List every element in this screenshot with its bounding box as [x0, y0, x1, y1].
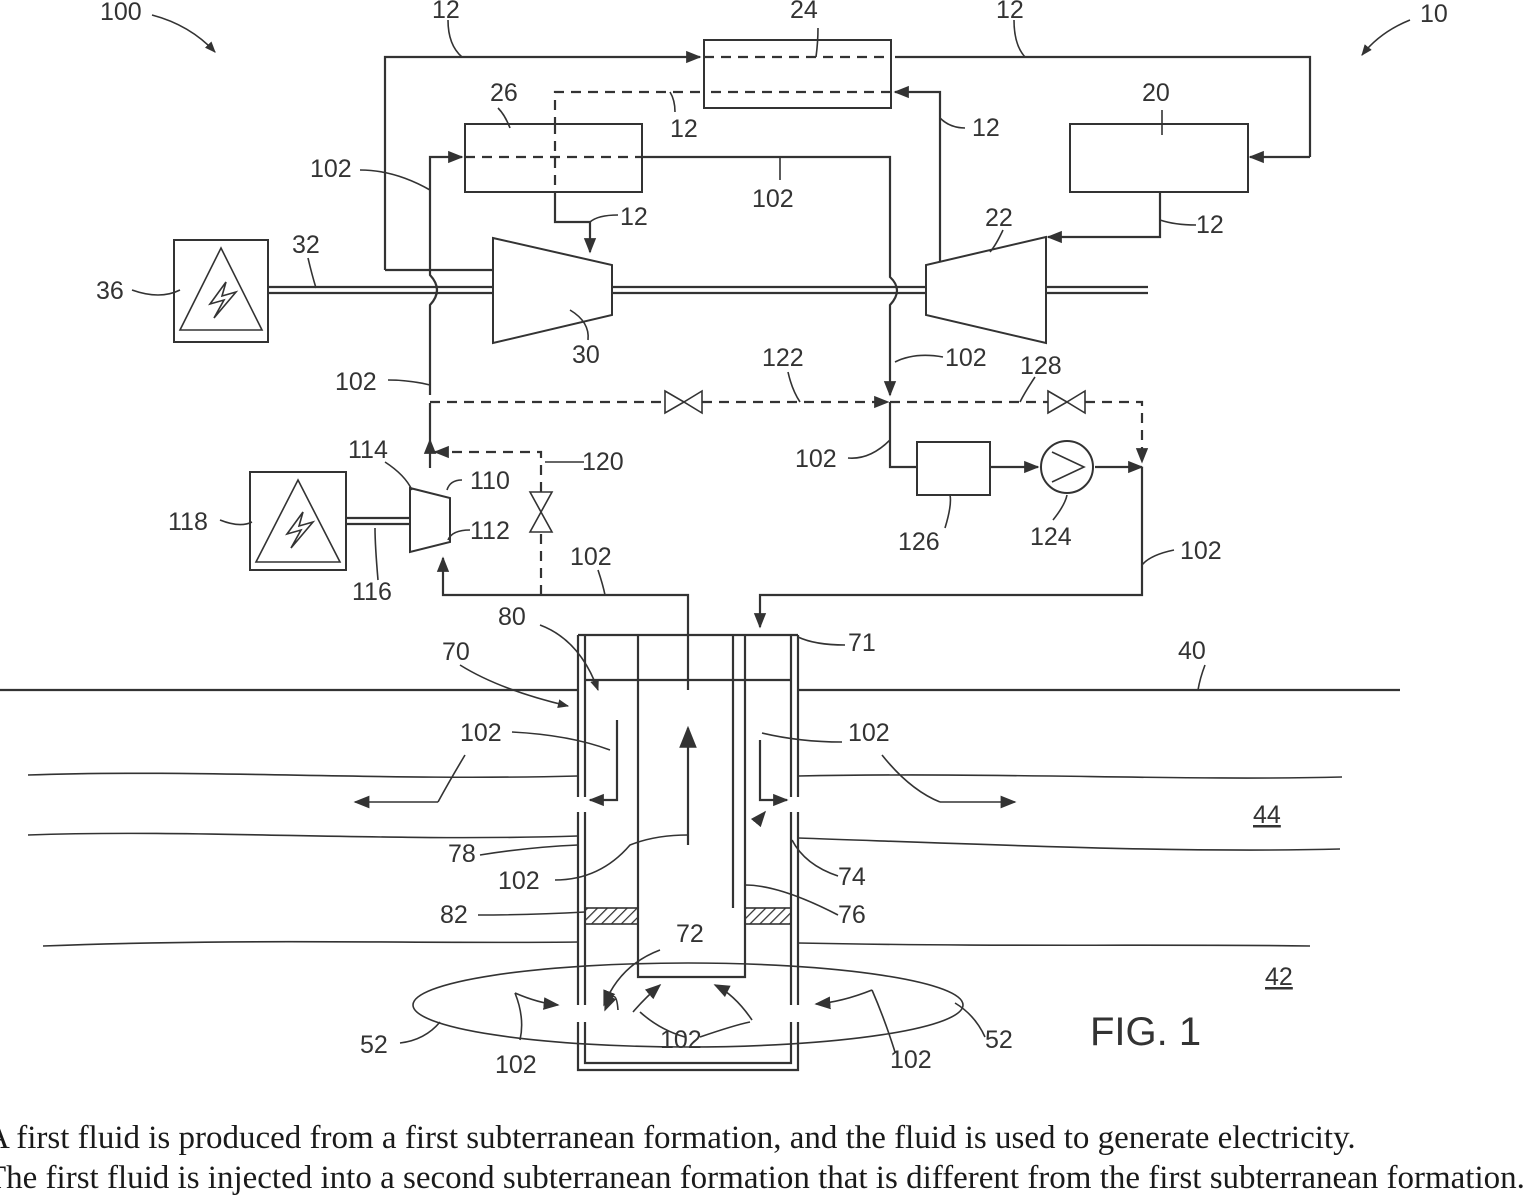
label-36: 36	[96, 277, 124, 305]
generator-118	[250, 472, 346, 570]
label-118: 118	[168, 508, 208, 536]
label-122: 122	[762, 344, 804, 372]
label-124: 124	[1030, 523, 1072, 551]
label-74: 74	[838, 863, 866, 891]
label-102: 102	[660, 1026, 702, 1054]
label-102: 102	[460, 719, 502, 747]
generator-36	[174, 240, 268, 342]
label-10: 10	[1420, 0, 1448, 28]
separator-126	[917, 442, 990, 495]
label-102: 102	[498, 867, 540, 895]
label-102: 102	[795, 445, 837, 473]
label-102: 102	[1180, 537, 1222, 565]
label-116: 116	[352, 578, 392, 606]
heat-exchanger-26	[465, 124, 642, 192]
wellbore	[578, 635, 798, 1070]
label-102: 102	[945, 344, 987, 372]
caption-line-2: The first fluid is injected into a secon…	[0, 1158, 1538, 1198]
label-114: 114	[348, 436, 388, 464]
label-76: 76	[838, 901, 866, 929]
label-102: 102	[848, 719, 890, 747]
figure-title: FIG. 1	[1090, 1010, 1201, 1054]
label-80: 80	[498, 603, 526, 631]
label-12: 12	[972, 114, 1000, 142]
label-112: 112	[470, 517, 510, 545]
label-100: 100	[100, 0, 142, 26]
bypass-lines	[430, 391, 1142, 595]
label-71: 71	[848, 629, 876, 657]
label-20: 20	[1142, 79, 1170, 107]
label-12: 12	[1196, 211, 1224, 239]
expander-110	[410, 488, 450, 552]
label-78: 78	[448, 840, 476, 868]
turbine-30	[493, 238, 612, 343]
label-120: 120	[582, 448, 624, 476]
label-128: 128	[1020, 352, 1062, 380]
well-flow-arrows	[355, 720, 1015, 1020]
label-12: 12	[432, 0, 460, 24]
label-102: 102	[495, 1051, 537, 1079]
label-32: 32	[292, 231, 320, 259]
label-102: 102	[890, 1046, 932, 1074]
geofluid-loop	[430, 157, 1142, 690]
turbine-22	[926, 237, 1046, 343]
label-24: 24	[790, 0, 818, 24]
label-42: 42	[1265, 963, 1293, 991]
label-102: 102	[335, 368, 377, 396]
caption-line-1: A first fluid is produced from a first s…	[0, 1118, 1538, 1158]
label-52: 52	[360, 1031, 388, 1059]
label-26: 26	[490, 79, 518, 107]
strata-lines	[0, 690, 1400, 946]
label-126: 126	[898, 528, 940, 556]
pump-124	[1041, 441, 1093, 493]
label-102: 102	[752, 185, 794, 213]
label-40: 40	[1178, 637, 1206, 665]
label-12: 12	[670, 115, 698, 143]
label-82: 82	[440, 901, 468, 929]
condenser-20	[1070, 124, 1248, 192]
label-30: 30	[572, 341, 600, 369]
shaft-116	[346, 518, 410, 524]
heat-exchanger-24	[704, 40, 891, 108]
label-12: 12	[996, 0, 1024, 24]
label-44: 44	[1253, 801, 1281, 829]
label-52: 52	[985, 1026, 1013, 1054]
label-102: 102	[310, 155, 352, 183]
label-102: 102	[570, 543, 612, 571]
caption: A first fluid is produced from a first s…	[0, 1118, 1538, 1198]
label-72: 72	[676, 920, 704, 948]
label-22: 22	[985, 204, 1013, 232]
label-110: 110	[470, 467, 510, 495]
label-12: 12	[620, 203, 648, 231]
label-70: 70	[442, 638, 470, 666]
